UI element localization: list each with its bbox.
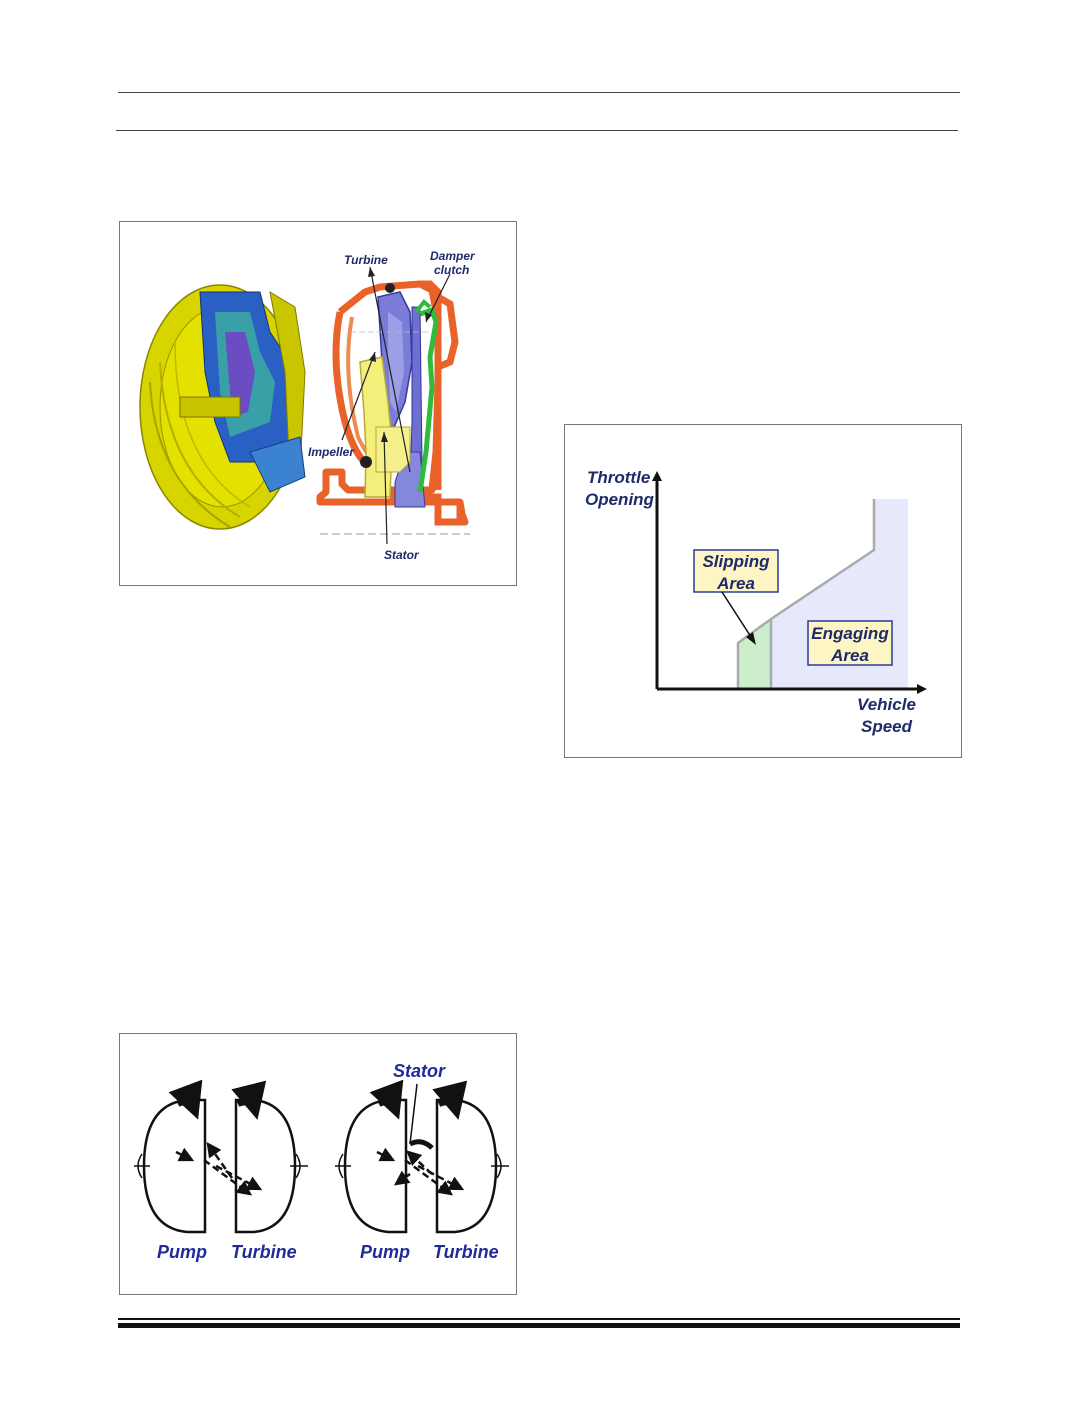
x-axis-label-line1: Vehicle: [857, 695, 916, 714]
footer-rule-thin: [118, 1318, 960, 1320]
engaging-label-line1: Engaging: [811, 624, 889, 643]
engaging-label-line2: Area: [830, 646, 869, 665]
slip-control-chart: Throttle Opening Vehicle Speed Slipping …: [564, 424, 962, 758]
impeller-label: Impeller: [308, 445, 355, 459]
damper-label-line1: Damper: [430, 249, 476, 263]
header-rule-top: [118, 92, 960, 93]
flow-diagram-svg: Pump Turbine Stator Pump Turbine: [134, 1061, 509, 1262]
engaging-label-box: [807, 620, 893, 666]
x-axis-label-line2: Speed: [861, 717, 913, 736]
y-axis-arrow: [652, 471, 662, 481]
y-axis-label-line1: Throttle: [587, 468, 650, 487]
x-axis-arrow: [917, 684, 927, 694]
flow-pair-without-stator: [134, 1079, 308, 1234]
converter-cross-section: [316, 266, 470, 545]
pump-label-right: Pump: [360, 1242, 410, 1262]
turbine-label: Turbine: [344, 253, 388, 267]
converter-cutaway-3d: [139, 284, 306, 530]
turbine-label-right: Turbine: [433, 1242, 499, 1262]
y-axis-label-line2: Opening: [585, 490, 655, 509]
footer-rule-thick: [118, 1323, 960, 1328]
damper-label-line2: clutch: [434, 263, 469, 277]
slipping-leader-arrow: [746, 632, 756, 645]
slipping-label-line1: Slipping: [702, 552, 770, 571]
slipping-label-line2: Area: [716, 574, 755, 593]
torque-converter-figure: Turbine Damper clutch Impeller Stator: [119, 221, 517, 586]
turbine-label-left: Turbine: [231, 1242, 297, 1262]
header-rule-bottom: [116, 130, 958, 131]
stator-label: Stator: [384, 548, 420, 562]
slipping-label-box: [693, 549, 779, 593]
slipping-leader-line: [721, 591, 754, 641]
torque-converter-illustration: Turbine Damper clutch Impeller Stator: [139, 249, 476, 562]
pump-turbine-flow-figure: Pump Turbine Stator Pump Turbine: [119, 1033, 517, 1295]
slip-chart-svg: Throttle Opening Vehicle Speed Slipping …: [585, 468, 927, 736]
pump-label-left: Pump: [157, 1242, 207, 1262]
stator-label-right: Stator: [393, 1061, 446, 1081]
slipping-area-region: [738, 619, 771, 689]
flow-pair-with-stator: [335, 1079, 509, 1234]
